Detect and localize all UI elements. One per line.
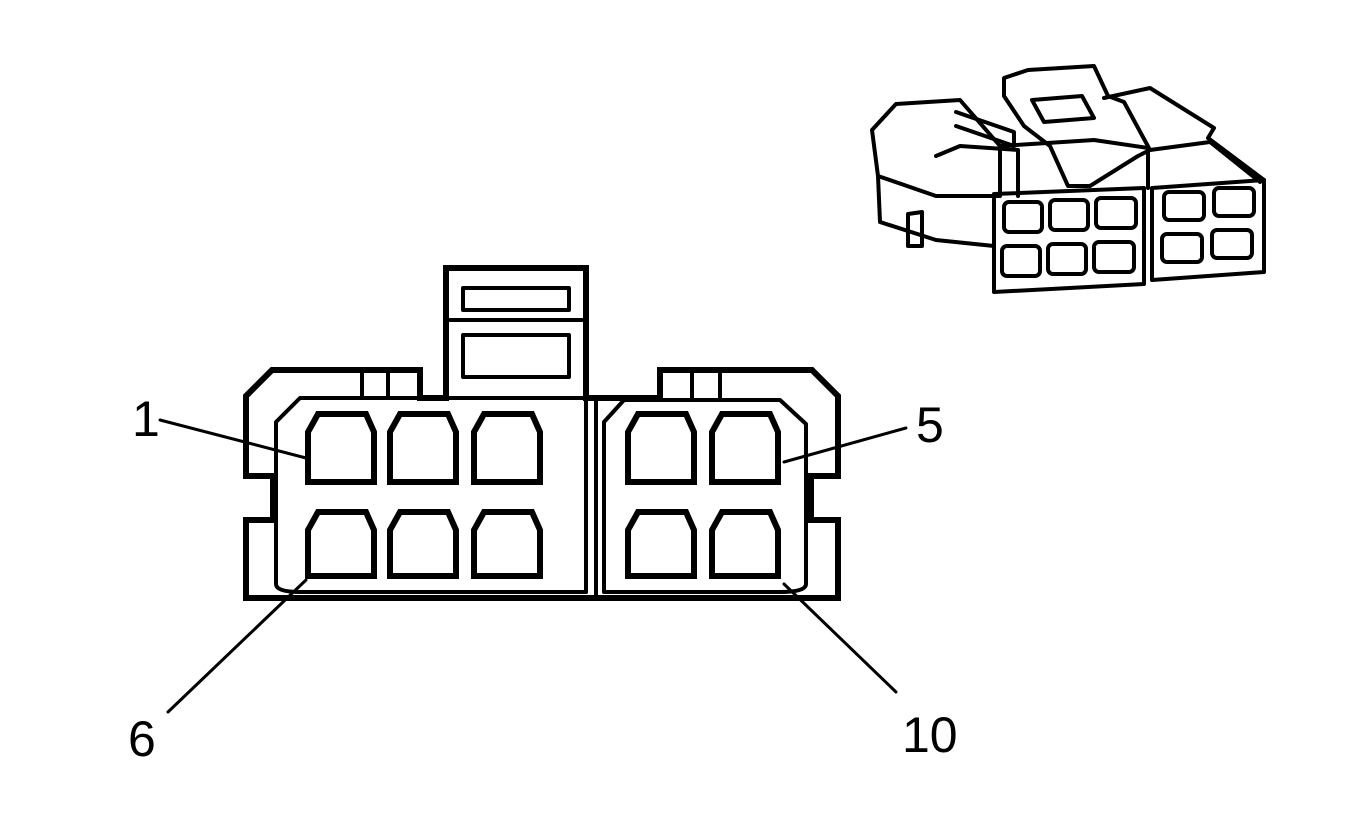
- iso-main-front: [992, 186, 1146, 294]
- latch-tab: [443, 265, 589, 401]
- iso-terminal: [1212, 186, 1256, 218]
- iso-terminal: [1162, 190, 1206, 222]
- leader-pin-6: [166, 578, 308, 714]
- iso-terminal: [1048, 198, 1090, 232]
- iso-latch-window: [1030, 94, 1096, 124]
- pin-label-5: 5: [916, 397, 944, 453]
- connector-isometric-view: [870, 64, 1266, 294]
- terminal-cavity: [387, 411, 459, 485]
- iso-side-rail: [954, 110, 1016, 148]
- iso-terminals-right: [1160, 186, 1256, 264]
- iso-side-tab: [906, 210, 924, 248]
- iso-terminal: [1046, 242, 1088, 276]
- iso-rail-lower: [934, 144, 1020, 198]
- latch-window-bottom: [461, 333, 571, 379]
- terminal-cavity: [305, 411, 377, 485]
- terminal-row-bottom-right: [625, 509, 781, 579]
- iso-latch: [1002, 64, 1152, 188]
- terminal-cavity: [471, 509, 543, 579]
- terminal-row-top-right: [625, 411, 781, 485]
- left-cavity-outline: [274, 396, 588, 594]
- iso-terminal: [1092, 240, 1136, 274]
- leader-pin-5: [782, 426, 908, 464]
- iso-end-cap-lower: [876, 174, 996, 248]
- terminal-cavity: [387, 509, 459, 579]
- terminal-cavity: [625, 509, 697, 579]
- iso-terminal: [1002, 200, 1044, 234]
- iso-terminal: [1210, 228, 1254, 260]
- leader-pin-10: [782, 582, 898, 694]
- connector-face-view: 1 5 6 10: [128, 265, 958, 767]
- iso-terminals-main: [1000, 196, 1138, 278]
- pin-label-6: 6: [128, 711, 156, 767]
- iso-terminal: [1094, 196, 1138, 230]
- terminal-cavity: [709, 411, 781, 485]
- latch-window-top: [461, 286, 571, 312]
- left-housing-outline: [243, 367, 599, 601]
- iso-right-upper: [1148, 140, 1262, 184]
- iso-end-cap: [870, 98, 1002, 198]
- pin-label-1: 1: [132, 391, 160, 447]
- iso-right-top: [1102, 86, 1266, 182]
- iso-right-front: [1150, 178, 1266, 282]
- terminal-cavity: [709, 509, 781, 579]
- iso-main-top: [998, 138, 1150, 190]
- terminal-cavity: [471, 411, 543, 485]
- terminal-row-top-left: [305, 411, 543, 485]
- leader-pin-1: [158, 418, 308, 460]
- terminal-row-bottom-left: [305, 509, 543, 579]
- iso-terminal: [1160, 232, 1204, 264]
- terminal-cavity: [625, 411, 697, 485]
- pin-label-10: 10: [902, 707, 958, 763]
- right-cavity-outline: [602, 398, 808, 594]
- iso-terminal: [1000, 244, 1042, 278]
- right-housing-outline: [583, 367, 841, 601]
- terminal-cavity: [305, 509, 377, 579]
